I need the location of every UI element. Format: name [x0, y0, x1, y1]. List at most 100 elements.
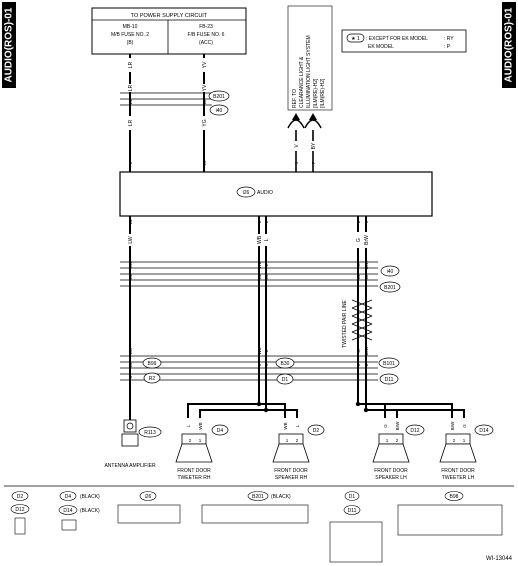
connector-d1-label: D1	[282, 377, 289, 383]
wire-label-by: BY	[311, 142, 317, 149]
bottom-connector-d2	[11, 491, 29, 501]
bottom-connector-i26-label: i26	[145, 494, 152, 500]
connector-d1	[276, 373, 294, 385]
tweeter-lh-label-2: TWEETER LH	[442, 475, 475, 481]
connector-b201-top-label: B201	[213, 94, 225, 100]
ref-note-line-5: [ILM(RE)-H2]	[320, 78, 326, 108]
wire-label-wb-1: WB	[257, 235, 263, 244]
bottom-connector-d12	[10, 504, 30, 514]
side-label-left: AUDIO(ROS)-01	[2, 2, 16, 88]
bottom-connector-d2-label: D2	[17, 494, 24, 500]
connector-d2-label: D2	[313, 428, 320, 434]
fuse-right-fuse: F/B FUSE NO. 6	[188, 32, 225, 38]
bottom-connector-d11	[343, 505, 361, 515]
pin-d4-1: 1	[199, 438, 202, 443]
wire-label-lw-3: LW	[128, 347, 133, 354]
bottom-b201-black: (BLACK)	[271, 494, 291, 500]
twisted-pair	[351, 299, 373, 341]
pin-b201-12: 12	[364, 274, 369, 280]
wire-label-l-3: L	[264, 349, 269, 352]
bottom-connector-d4	[59, 491, 77, 501]
connector-r2	[143, 372, 161, 384]
wire-label-lr-2: LR	[128, 84, 134, 91]
fuse-left-fuse: M/B FUSE NO. 2	[111, 32, 149, 38]
connector-b201-top	[208, 90, 230, 102]
wire-label-g-sp-lh: G	[383, 424, 388, 428]
connector-d12-label: D12	[410, 428, 419, 434]
fuse-right-name: FB-23	[199, 24, 213, 30]
antenna-amplifier-label: ANTENNA AMPLIFIER	[104, 463, 156, 469]
pin-audio-9: 9	[364, 220, 369, 223]
connector-b99-label: B99	[148, 361, 157, 367]
connector-b201-lower	[379, 281, 401, 293]
connector-b201-lower-label: B201	[384, 285, 396, 291]
wire-label-l-tw-rh: L	[186, 424, 191, 427]
pin-d14-1: 1	[463, 438, 466, 443]
bottom-connector-b98	[444, 491, 464, 501]
wire-label-yg: YG	[202, 119, 208, 126]
connector-r113-label: R113	[144, 430, 156, 436]
pin-b101-2: 2	[364, 363, 369, 366]
bottom-d4-black: (BLACK)	[80, 494, 100, 500]
wire-label-brw-3: BrW	[364, 346, 369, 356]
connector-d2	[307, 424, 325, 436]
tweeter-rh-label-1: FRONT DOOR	[177, 468, 211, 474]
legend-line2-label: EK MODEL	[368, 44, 394, 50]
legend-symbol: ★ 1	[351, 36, 360, 42]
fuse-right-note: (ACC)	[199, 40, 213, 46]
connector-b30-label: B30	[281, 361, 290, 367]
pin-b201-15: 15	[264, 274, 269, 280]
ref-note-line-2: CLEARANCE LIGHT &	[299, 56, 305, 108]
antenna-amplifier	[121, 433, 139, 447]
pin-d2-2: 2	[296, 438, 299, 443]
connector-b30	[275, 357, 295, 369]
bottom-connector-d12-label: D12	[15, 507, 24, 513]
speaker-lh-label-2: SPEAKER LH	[375, 475, 407, 481]
bottom-connector-b201-label: B201	[252, 494, 264, 500]
connector-d4-label: D4	[217, 428, 224, 434]
power-supply-box	[91, 7, 247, 55]
connector-d12	[405, 424, 425, 436]
audio-unit	[119, 171, 433, 217]
ref-note-line-3: ILLUMINATION LIGHT SYSTEM	[306, 35, 312, 108]
pin-b30-6: 6	[257, 363, 262, 366]
pin-d12-2: 2	[396, 438, 399, 443]
pin-b201-24: 24	[128, 274, 133, 280]
wire-label-g-1: G	[356, 238, 362, 242]
bottom-d14-black: (BLACK)	[80, 508, 100, 514]
connector-r2-label: R2	[149, 376, 156, 382]
twisted-pair-label: TWISTED PAIR LINE	[342, 299, 348, 347]
connector-i40-top	[209, 104, 229, 116]
bottom-connector-d1-label: D1	[349, 494, 356, 500]
wire-label-yv-2: YV	[202, 84, 208, 91]
connector-b99	[142, 357, 162, 369]
pin-b201-18: 18	[202, 99, 207, 105]
pin-audio-8: 8	[257, 220, 262, 223]
wire-label-g-3: G	[356, 349, 361, 353]
pin-b101-3: 3	[356, 363, 361, 366]
pin-d14-2: 2	[453, 438, 456, 443]
wire-label-lw-2: LW	[128, 261, 133, 268]
pin-audio-6: 6	[128, 161, 133, 164]
bottom-connector-d11-label: D11	[348, 508, 357, 514]
power-supply-title: TO POWER SUPPLY CIRCUIT	[131, 13, 208, 19]
wire-label-l-2: L	[264, 263, 269, 266]
pin-d2-1: 1	[286, 438, 289, 443]
connector-b101	[378, 357, 400, 369]
antenna-amplifier-connector	[123, 419, 137, 433]
wire-label-brw-2: BrW	[364, 260, 369, 270]
wire-label-lw-1: LW	[128, 236, 134, 243]
speaker-rh-label-2: SPEAKER RH	[275, 475, 308, 481]
pin-d4-2: 2	[189, 438, 192, 443]
wire-label-yv-1: YV	[202, 61, 208, 68]
bottom-connector-b98-label: B98	[450, 494, 459, 500]
speaker-lh-label-1: FRONT DOOR	[374, 468, 408, 474]
connector-d14-label: D14	[479, 428, 488, 434]
pin-r2-3: 3	[128, 375, 133, 378]
bottom-connector-b201	[247, 491, 269, 501]
connector-d11	[379, 373, 399, 385]
tweeter-lh-label-1: FRONT DOOR	[441, 468, 475, 474]
bottom-connector-i26	[139, 491, 157, 501]
wire-label-brw-1: BrW	[364, 235, 370, 245]
wire-label-brw-tw-lh: BrW	[450, 421, 455, 431]
